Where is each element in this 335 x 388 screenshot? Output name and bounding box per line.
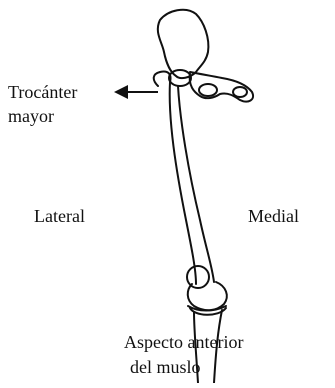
lateral-label: Lateral bbox=[34, 205, 85, 227]
trocanter-arrow bbox=[114, 85, 158, 99]
medial-label: Medial bbox=[248, 205, 299, 227]
patella bbox=[187, 266, 209, 288]
femur-shaft-medial bbox=[178, 86, 214, 282]
pelvis-shape bbox=[158, 10, 209, 78]
obturator-foramen-2 bbox=[233, 87, 247, 97]
greater-trochanter-label-line1: Trocánter bbox=[8, 81, 77, 103]
caption-line1: Aspecto anterior bbox=[124, 331, 243, 353]
caption-line2: del muslo bbox=[130, 356, 201, 378]
obturator-foramen bbox=[199, 84, 217, 96]
greater-trochanter-label-line2: mayor bbox=[8, 105, 54, 127]
